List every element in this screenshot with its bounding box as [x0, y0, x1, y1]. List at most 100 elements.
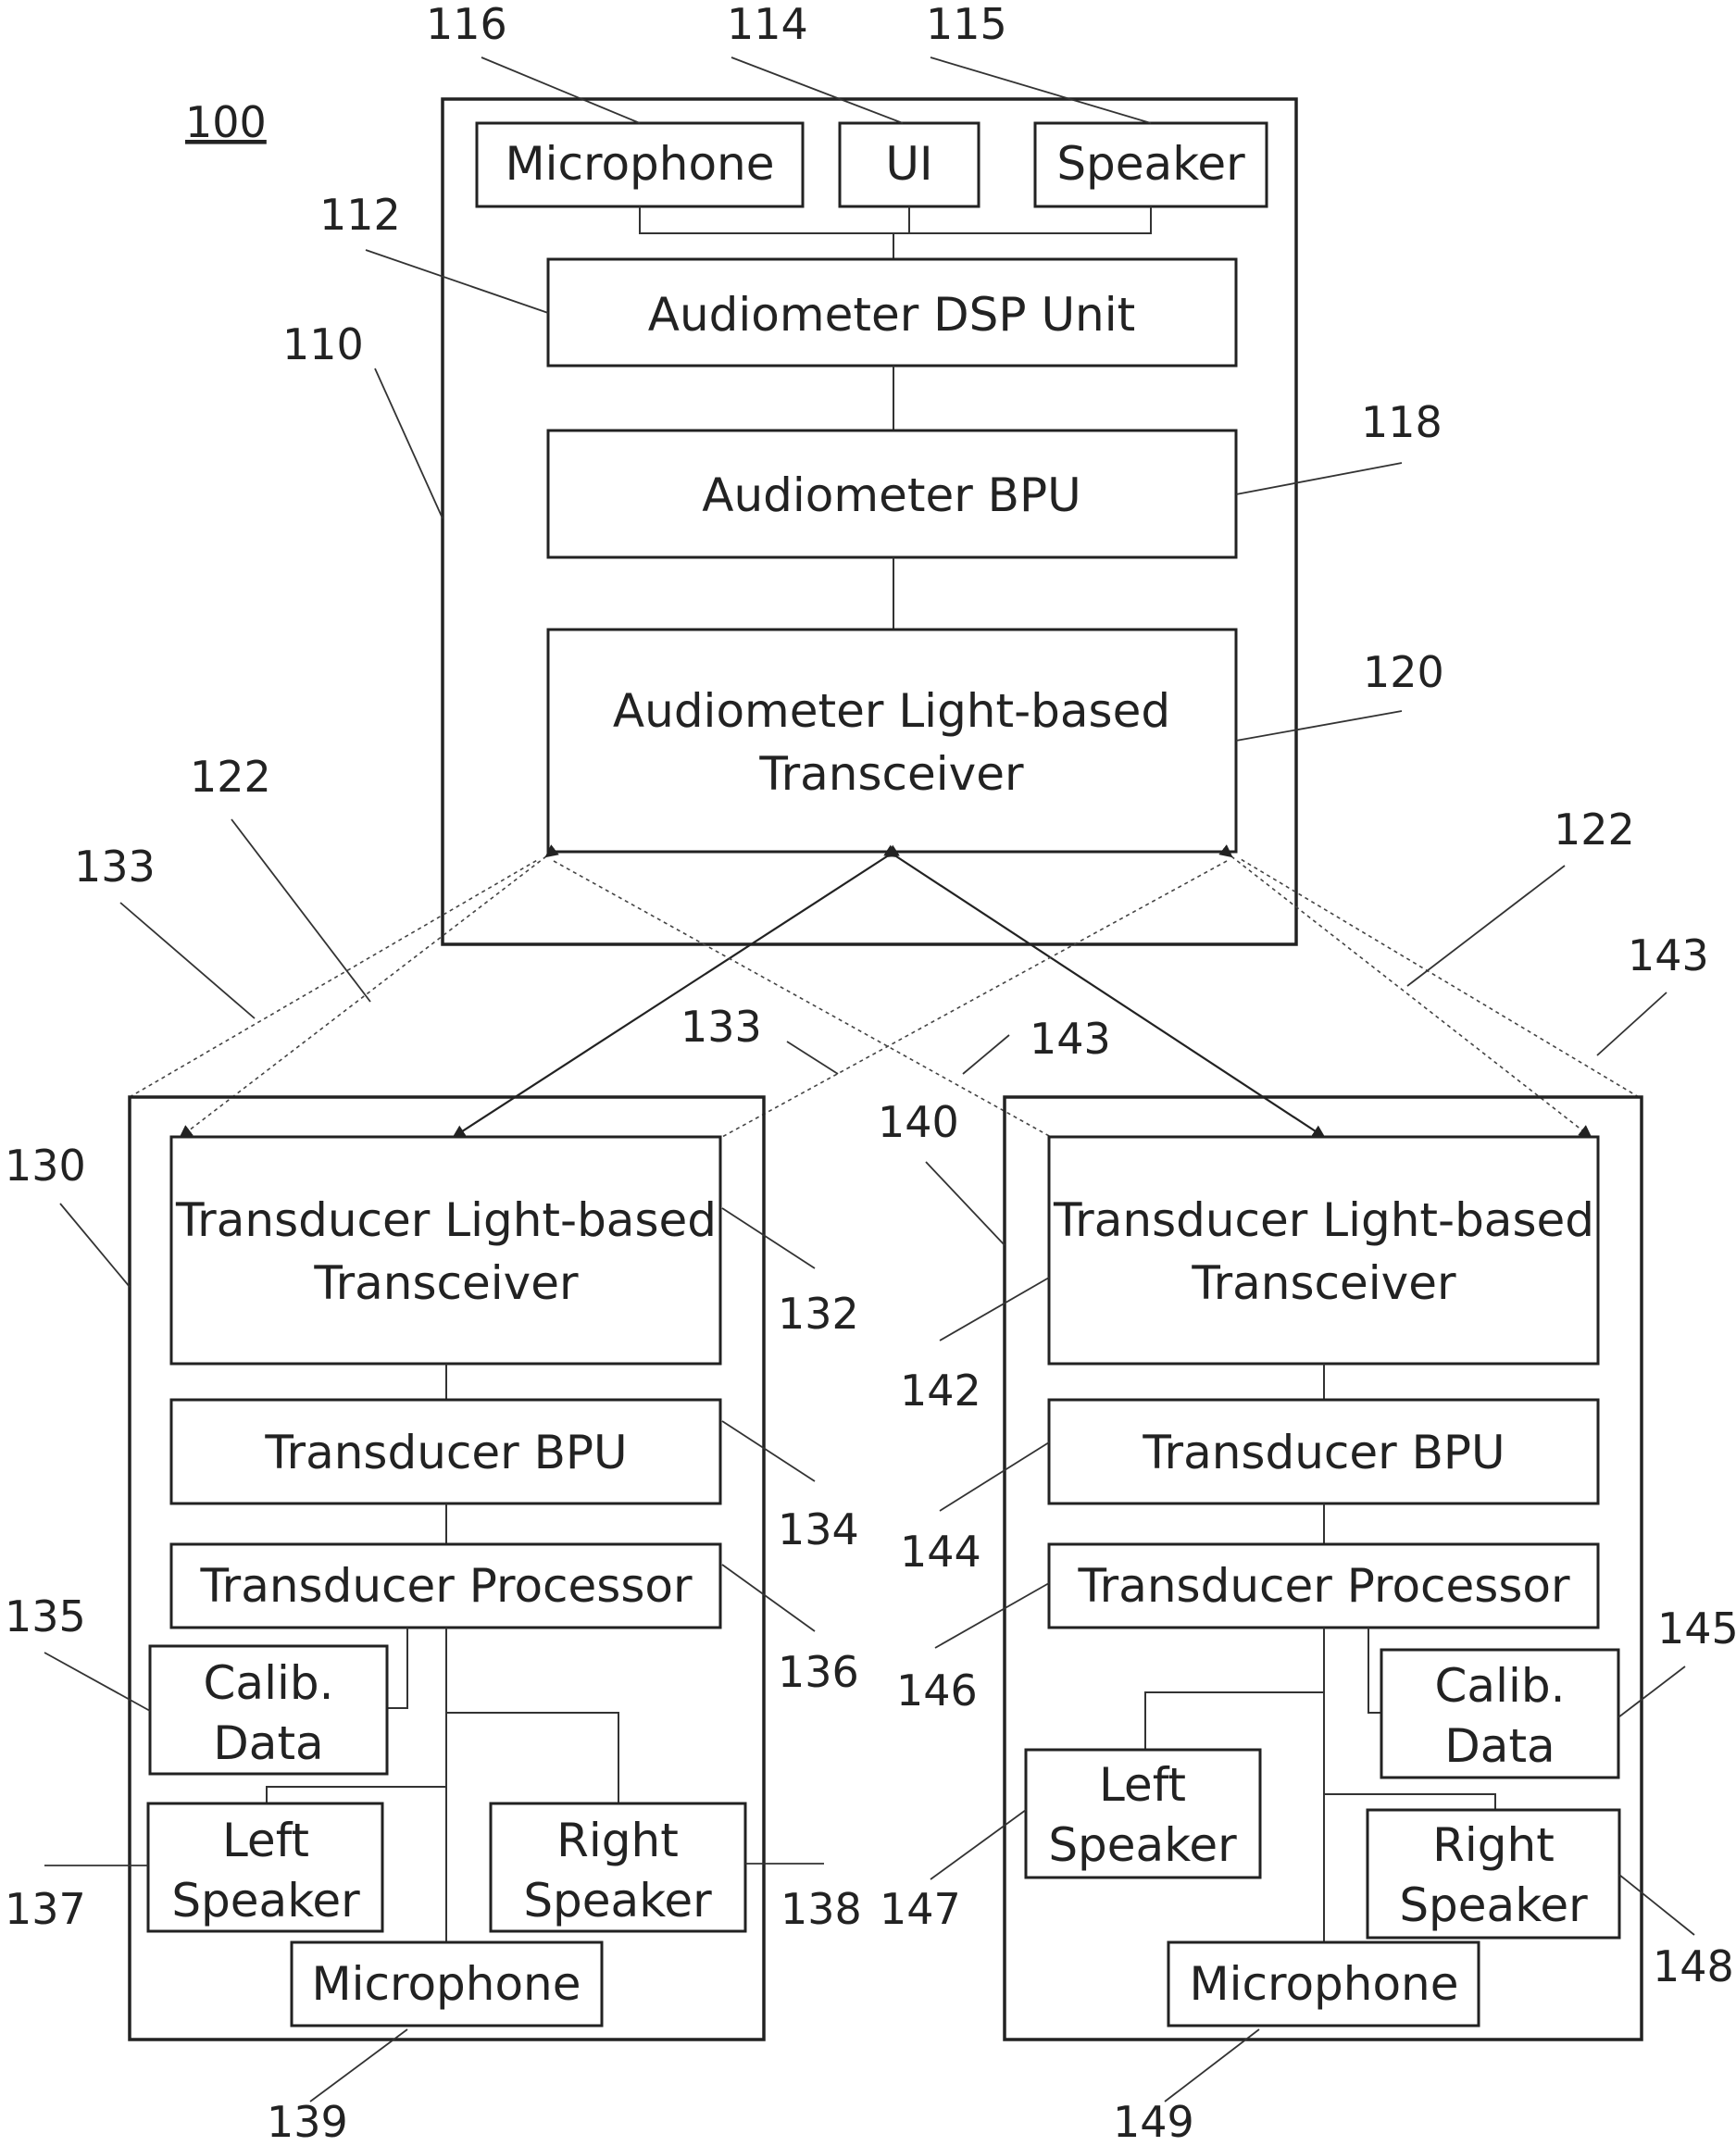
figure-reference: 100 [185, 97, 267, 147]
audiometer-dsp-ref: 112 [319, 190, 401, 240]
audiometer-unit: 110 Microphone 116 UI 114 Speaker 115 Au… [282, 0, 1444, 946]
transducer-right-ref: 140 [878, 1097, 959, 1147]
right-calib-leader [1617, 1666, 1686, 1718]
left-internal-wiring [266, 1628, 619, 1942]
left-bpu-leader [721, 1420, 816, 1482]
dotted-envelope-left [129, 858, 540, 1098]
left-processor-ref: 136 [778, 1647, 859, 1697]
solid-link-right [883, 844, 1326, 1139]
left-microphone-label: Microphone [311, 1957, 581, 2011]
transducer-left-ref: 130 [5, 1141, 86, 1191]
right-transceiver-label-line2: Transceiver [1191, 1256, 1456, 1310]
solid-link-left [452, 844, 900, 1139]
audiometer-transceiver-label-line2: Transceiver [758, 747, 1024, 801]
dotted-link-right-outer [1218, 844, 1592, 1139]
link-ref-133-mid-leader [786, 1041, 839, 1075]
audiometer-microphone-leader [481, 56, 641, 124]
right-bpu-box [1047, 1398, 1600, 1505]
right-bpu-leader [939, 1441, 1050, 1512]
right-calib-box [1380, 1648, 1620, 1779]
left-transceiver-label-line2: Transceiver [313, 1256, 579, 1310]
transducer-right-ref-leader [925, 1161, 1005, 1246]
right-right-speaker-label-line2: Speaker [1399, 1878, 1588, 1932]
left-transceiver-ref: 132 [778, 1289, 859, 1339]
audiometer-bpu-leader [1235, 462, 1403, 495]
link-ref-122-right-leader [1406, 865, 1566, 987]
audiometer-ref: 110 [282, 319, 364, 369]
left-microphone-leader [309, 2028, 408, 2102]
right-microphone-leader [1164, 2028, 1260, 2102]
left-bpu-box [169, 1398, 722, 1505]
right-internal-wiring [1144, 1628, 1496, 1942]
right-bpu-label: Transducer BPU [1142, 1426, 1505, 1479]
audiometer-ui-label: UI [885, 137, 932, 191]
right-right-speaker-ref: 148 [1653, 1941, 1734, 1991]
audiometer-bpu-ref: 118 [1361, 397, 1443, 447]
audiometer-bpu-box [546, 429, 1238, 559]
link-ref-143-mid: 143 [1030, 1014, 1111, 1064]
link-ref-143-right: 143 [1628, 930, 1709, 980]
audiometer-transceiver-box [546, 628, 1238, 854]
link-ref-133-left-leader [119, 902, 256, 1019]
right-processor-ref: 146 [896, 1666, 978, 1716]
audiometer-speaker-leader [930, 56, 1152, 124]
transducer-left-frame [128, 1095, 766, 2041]
right-processor-leader [934, 1582, 1050, 1649]
right-left-speaker-leader [930, 1809, 1027, 1880]
left-left-speaker-ref: 137 [5, 1884, 86, 1934]
right-transceiver-ref: 142 [900, 1366, 981, 1416]
left-microphone-ref: 139 [267, 2097, 348, 2146]
left-processor-leader [721, 1564, 816, 1632]
left-right-speaker-label-line2: Speaker [523, 1874, 712, 1928]
left-transceiver-leader [721, 1207, 816, 1269]
audiometer-transceiver-leader [1235, 710, 1403, 742]
audiometer-microphone-label: Microphone [505, 137, 774, 191]
left-processor-label: Transducer Processor [199, 1559, 693, 1613]
audiometer-io-bus [639, 206, 1152, 259]
link-ref-122-left-leader [231, 818, 371, 1003]
left-transceiver-box [169, 1135, 722, 1366]
right-left-speaker-ref: 147 [880, 1884, 961, 1934]
link-ref-122-right: 122 [1554, 805, 1635, 855]
left-calib-label-line1: Calib. [204, 1656, 334, 1710]
right-transceiver-leader [939, 1277, 1050, 1341]
link-ref-143-mid-leader [962, 1034, 1010, 1075]
right-left-speaker-label-line1: Left [1099, 1758, 1186, 1812]
audiometer-dsp-label: Audiometer DSP Unit [648, 288, 1135, 342]
left-left-speaker-label-line1: Left [222, 1814, 309, 1867]
left-bpu-ref: 134 [778, 1504, 859, 1554]
right-microphone-label: Microphone [1189, 1957, 1458, 2011]
right-transceiver-box [1047, 1135, 1600, 1366]
right-calib-ref: 145 [1657, 1603, 1736, 1653]
left-calib-box [148, 1644, 389, 1776]
left-right-speaker-ref: 138 [781, 1884, 862, 1934]
audiometer-transceiver-label-line1: Audiometer Light-based [613, 684, 1170, 738]
left-bpu-label: Transducer BPU [264, 1426, 627, 1479]
audiometer-ui-ref: 114 [727, 0, 808, 49]
transducer-right-frame [1003, 1095, 1643, 2041]
audiometer-transceiver-ref: 120 [1363, 647, 1444, 697]
left-transceiver-label-line1: Transducer Light-based [175, 1193, 717, 1247]
right-left-speaker-label-line2: Speaker [1048, 1818, 1237, 1872]
right-microphone-ref: 149 [1113, 2097, 1194, 2146]
audiometer-speaker-label: Speaker [1056, 137, 1245, 191]
right-microphone-box [1167, 1940, 1480, 2027]
right-processor-box [1047, 1542, 1600, 1629]
right-right-speaker-box [1366, 1808, 1621, 1940]
link-ref-133-left: 133 [74, 842, 156, 892]
link-ref-133-mid: 133 [681, 1002, 762, 1052]
audiometer-microphone-ref: 116 [426, 0, 507, 49]
right-processor-label: Transducer Processor [1077, 1559, 1570, 1613]
left-left-speaker-box [146, 1802, 384, 1933]
optical-links [129, 844, 1640, 1139]
link-ref-143-right-leader [1596, 992, 1667, 1056]
audiometer-ui-leader [731, 56, 904, 124]
audiometer-dsp-leader [365, 249, 549, 314]
right-calib-label-line2: Data [1444, 1719, 1555, 1773]
right-left-speaker-box [1024, 1748, 1262, 1879]
transducer-right-unit: 140 Transducer Light-based Transceiver 1… [878, 1095, 1736, 2146]
left-right-speaker-label-line1: Right [556, 1814, 679, 1867]
right-right-speaker-leader [1618, 1874, 1695, 1936]
dotted-link-cross-right [553, 860, 1052, 1138]
right-calib-label-line1: Calib. [1435, 1659, 1566, 1713]
